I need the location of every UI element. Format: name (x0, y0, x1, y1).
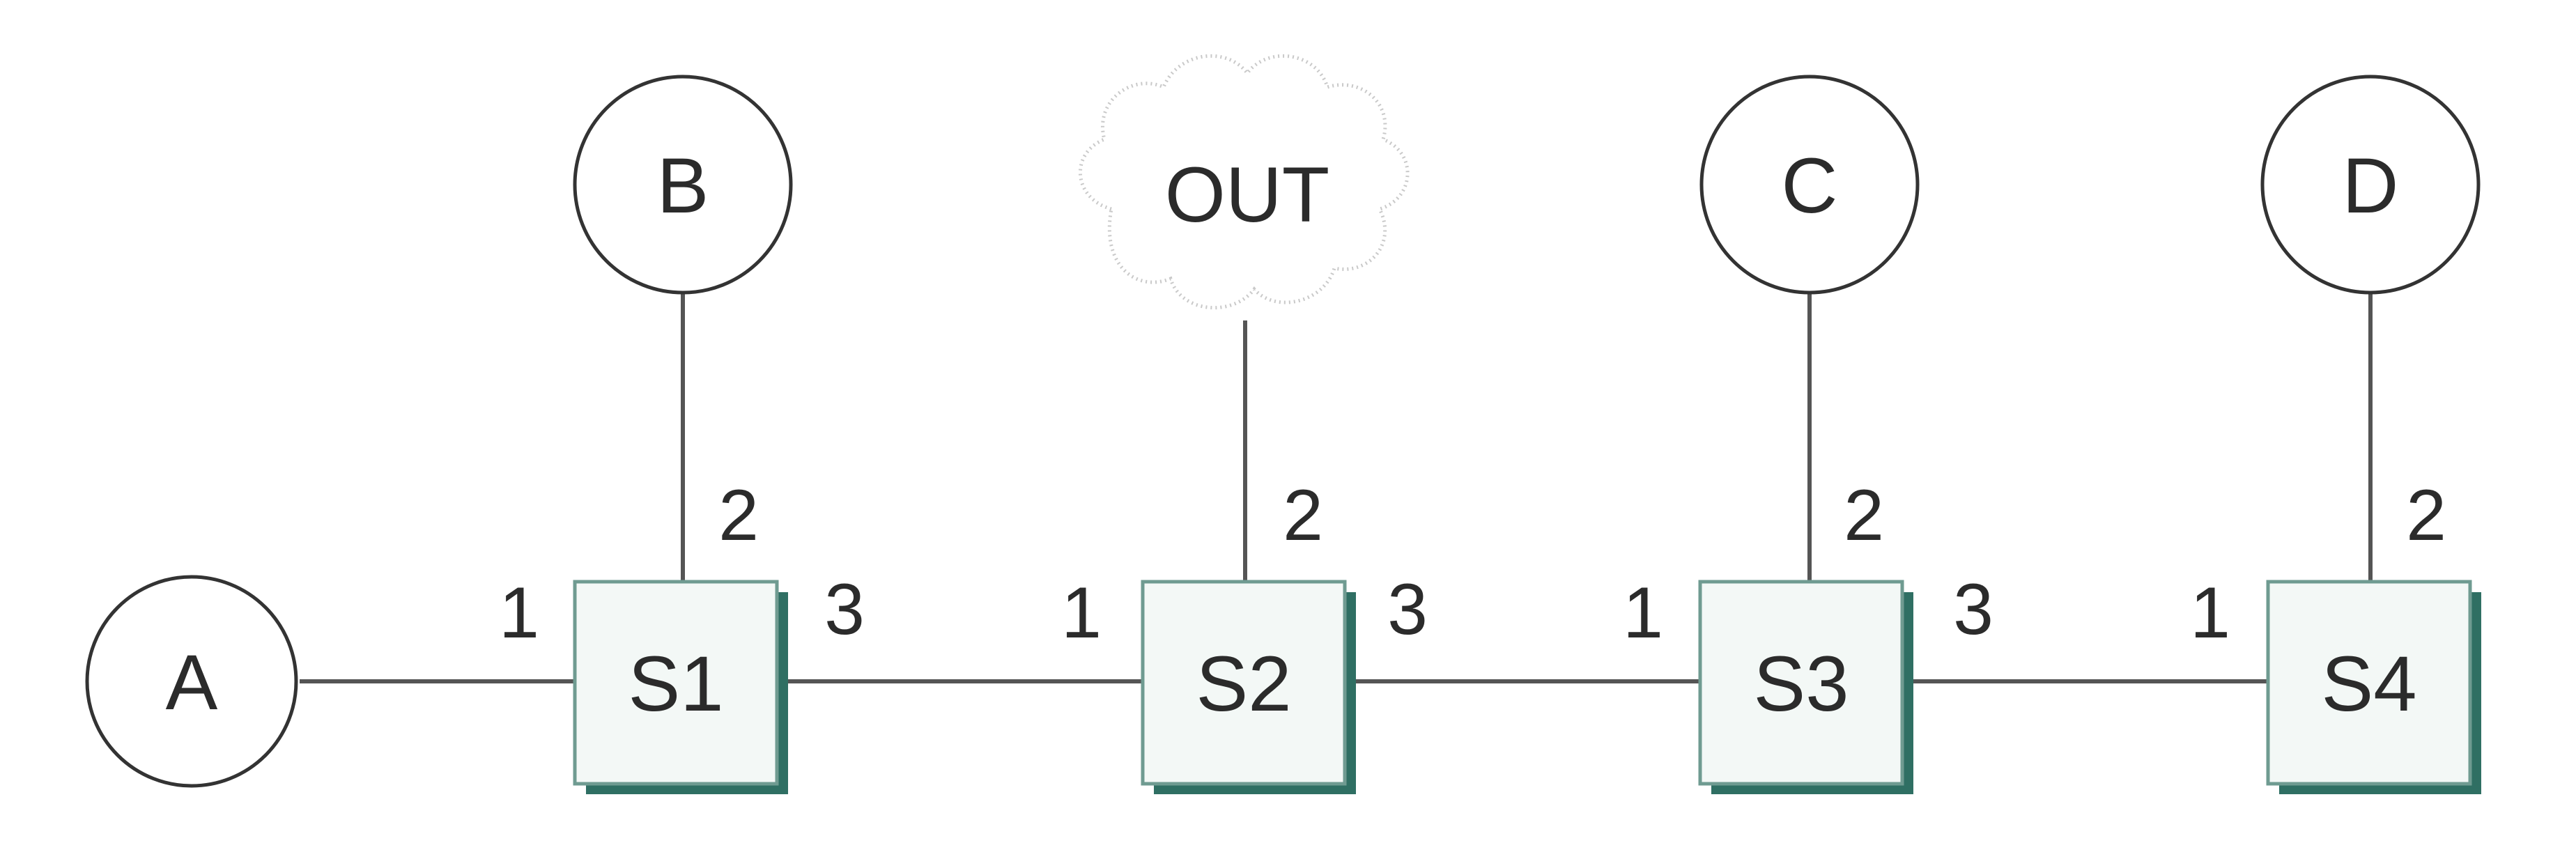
switch-s2-label: S2 (1196, 640, 1292, 727)
cloud-label: OUT (1165, 151, 1329, 238)
host-c-circle (1699, 75, 1920, 295)
s1-port-2-label: 2 (718, 475, 759, 556)
host-c: C (1699, 75, 1920, 295)
host-a-label: A (166, 639, 218, 726)
host-d: D (2260, 75, 2481, 295)
host-c-label: C (1782, 142, 1838, 229)
s2-port-2-label: 2 (1283, 475, 1323, 556)
host-b: B (573, 75, 793, 295)
s2-port-3-label: 3 (1387, 569, 1428, 650)
host-d-label: D (2343, 142, 2399, 229)
s1-port-3-label: 3 (824, 569, 865, 650)
switch-s2-box (1141, 580, 1347, 786)
switch-s1-box (573, 580, 779, 786)
host-b-circle (573, 75, 793, 295)
switch-s4-box (2266, 580, 2472, 786)
switch-s1-label: S1 (628, 640, 724, 727)
switch-s2: S2 (1141, 580, 1356, 794)
s4-port-2-label: 2 (2406, 475, 2446, 556)
host-a: A (85, 575, 298, 788)
cloud-out: OUT (1079, 54, 1410, 310)
switch-s1: S1 (573, 580, 788, 794)
s3-port-1-label: 1 (1623, 573, 1663, 653)
switch-s3: S3 (1698, 580, 1913, 794)
s3-port-2-label: 2 (1844, 475, 1884, 556)
cloud-shape (1079, 54, 1410, 310)
s2-port-1-label: 1 (1061, 573, 1102, 653)
switch-s4-label: S4 (2322, 640, 2417, 727)
switch-s3-label: S3 (1754, 640, 1849, 727)
s1-port-1-label: 1 (499, 573, 539, 653)
switch-s3-box (1698, 580, 1904, 786)
s3-port-3-label: 3 (1953, 569, 1993, 650)
host-b-label: B (657, 142, 709, 229)
s4-port-1-label: 1 (2190, 573, 2230, 653)
host-d-circle (2260, 75, 2481, 295)
switch-s4: S4 (2266, 580, 2481, 794)
port-labels: 1 2 3 1 2 3 1 2 3 1 2 (499, 475, 2446, 653)
host-a-circle (85, 575, 298, 788)
links (300, 293, 2373, 683)
